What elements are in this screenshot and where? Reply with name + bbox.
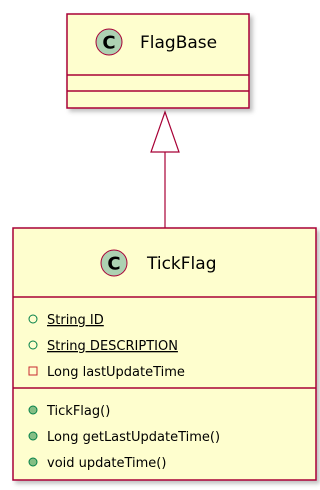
method-label: TickFlag() — [46, 404, 110, 419]
public-visibility-icon — [28, 314, 38, 324]
method-label: Long getLastUpdateTime() — [47, 430, 220, 445]
inheritance-edge-tickflag-flagbase — [150, 110, 180, 228]
class-tickflag-box — [12, 227, 317, 481]
inheritance-arrowhead — [150, 110, 180, 153]
field-label: Long lastUpdateTime — [47, 365, 185, 380]
field-label: String ID — [47, 313, 104, 328]
method-label: void updateTime() — [47, 456, 166, 471]
class-tickflag-method: Long getLastUpdateTime() — [28, 430, 220, 445]
class-tickflag-field: String DESCRIPTION — [28, 339, 178, 354]
class-flagbase-box — [66, 13, 250, 109]
public-method-icon — [28, 431, 38, 441]
class-tickflag[interactable]: C TickFlag String ID String DESCRIPTION … — [12, 227, 317, 481]
class-badge-letter: C — [102, 33, 115, 54]
public-method-icon — [28, 457, 38, 467]
class-tickflag-field: String ID — [28, 313, 104, 328]
public-visibility-icon — [28, 340, 38, 350]
class-badge-icon — [100, 249, 128, 277]
public-method-icon — [28, 405, 38, 415]
class-tickflag-field: Long lastUpdateTime — [28, 365, 185, 380]
private-visibility-icon — [28, 366, 38, 376]
class-tickflag-method: void updateTime() — [28, 456, 166, 471]
class-flagbase-name: FlagBase — [140, 33, 217, 53]
class-badge-icon — [95, 28, 123, 56]
class-tickflag-name: TickFlag — [146, 254, 217, 274]
class-badge-letter: C — [107, 254, 120, 275]
class-tickflag-method: TickFlag() — [28, 404, 110, 419]
field-label: String DESCRIPTION — [47, 339, 178, 354]
class-flagbase[interactable]: C FlagBase — [66, 13, 250, 109]
